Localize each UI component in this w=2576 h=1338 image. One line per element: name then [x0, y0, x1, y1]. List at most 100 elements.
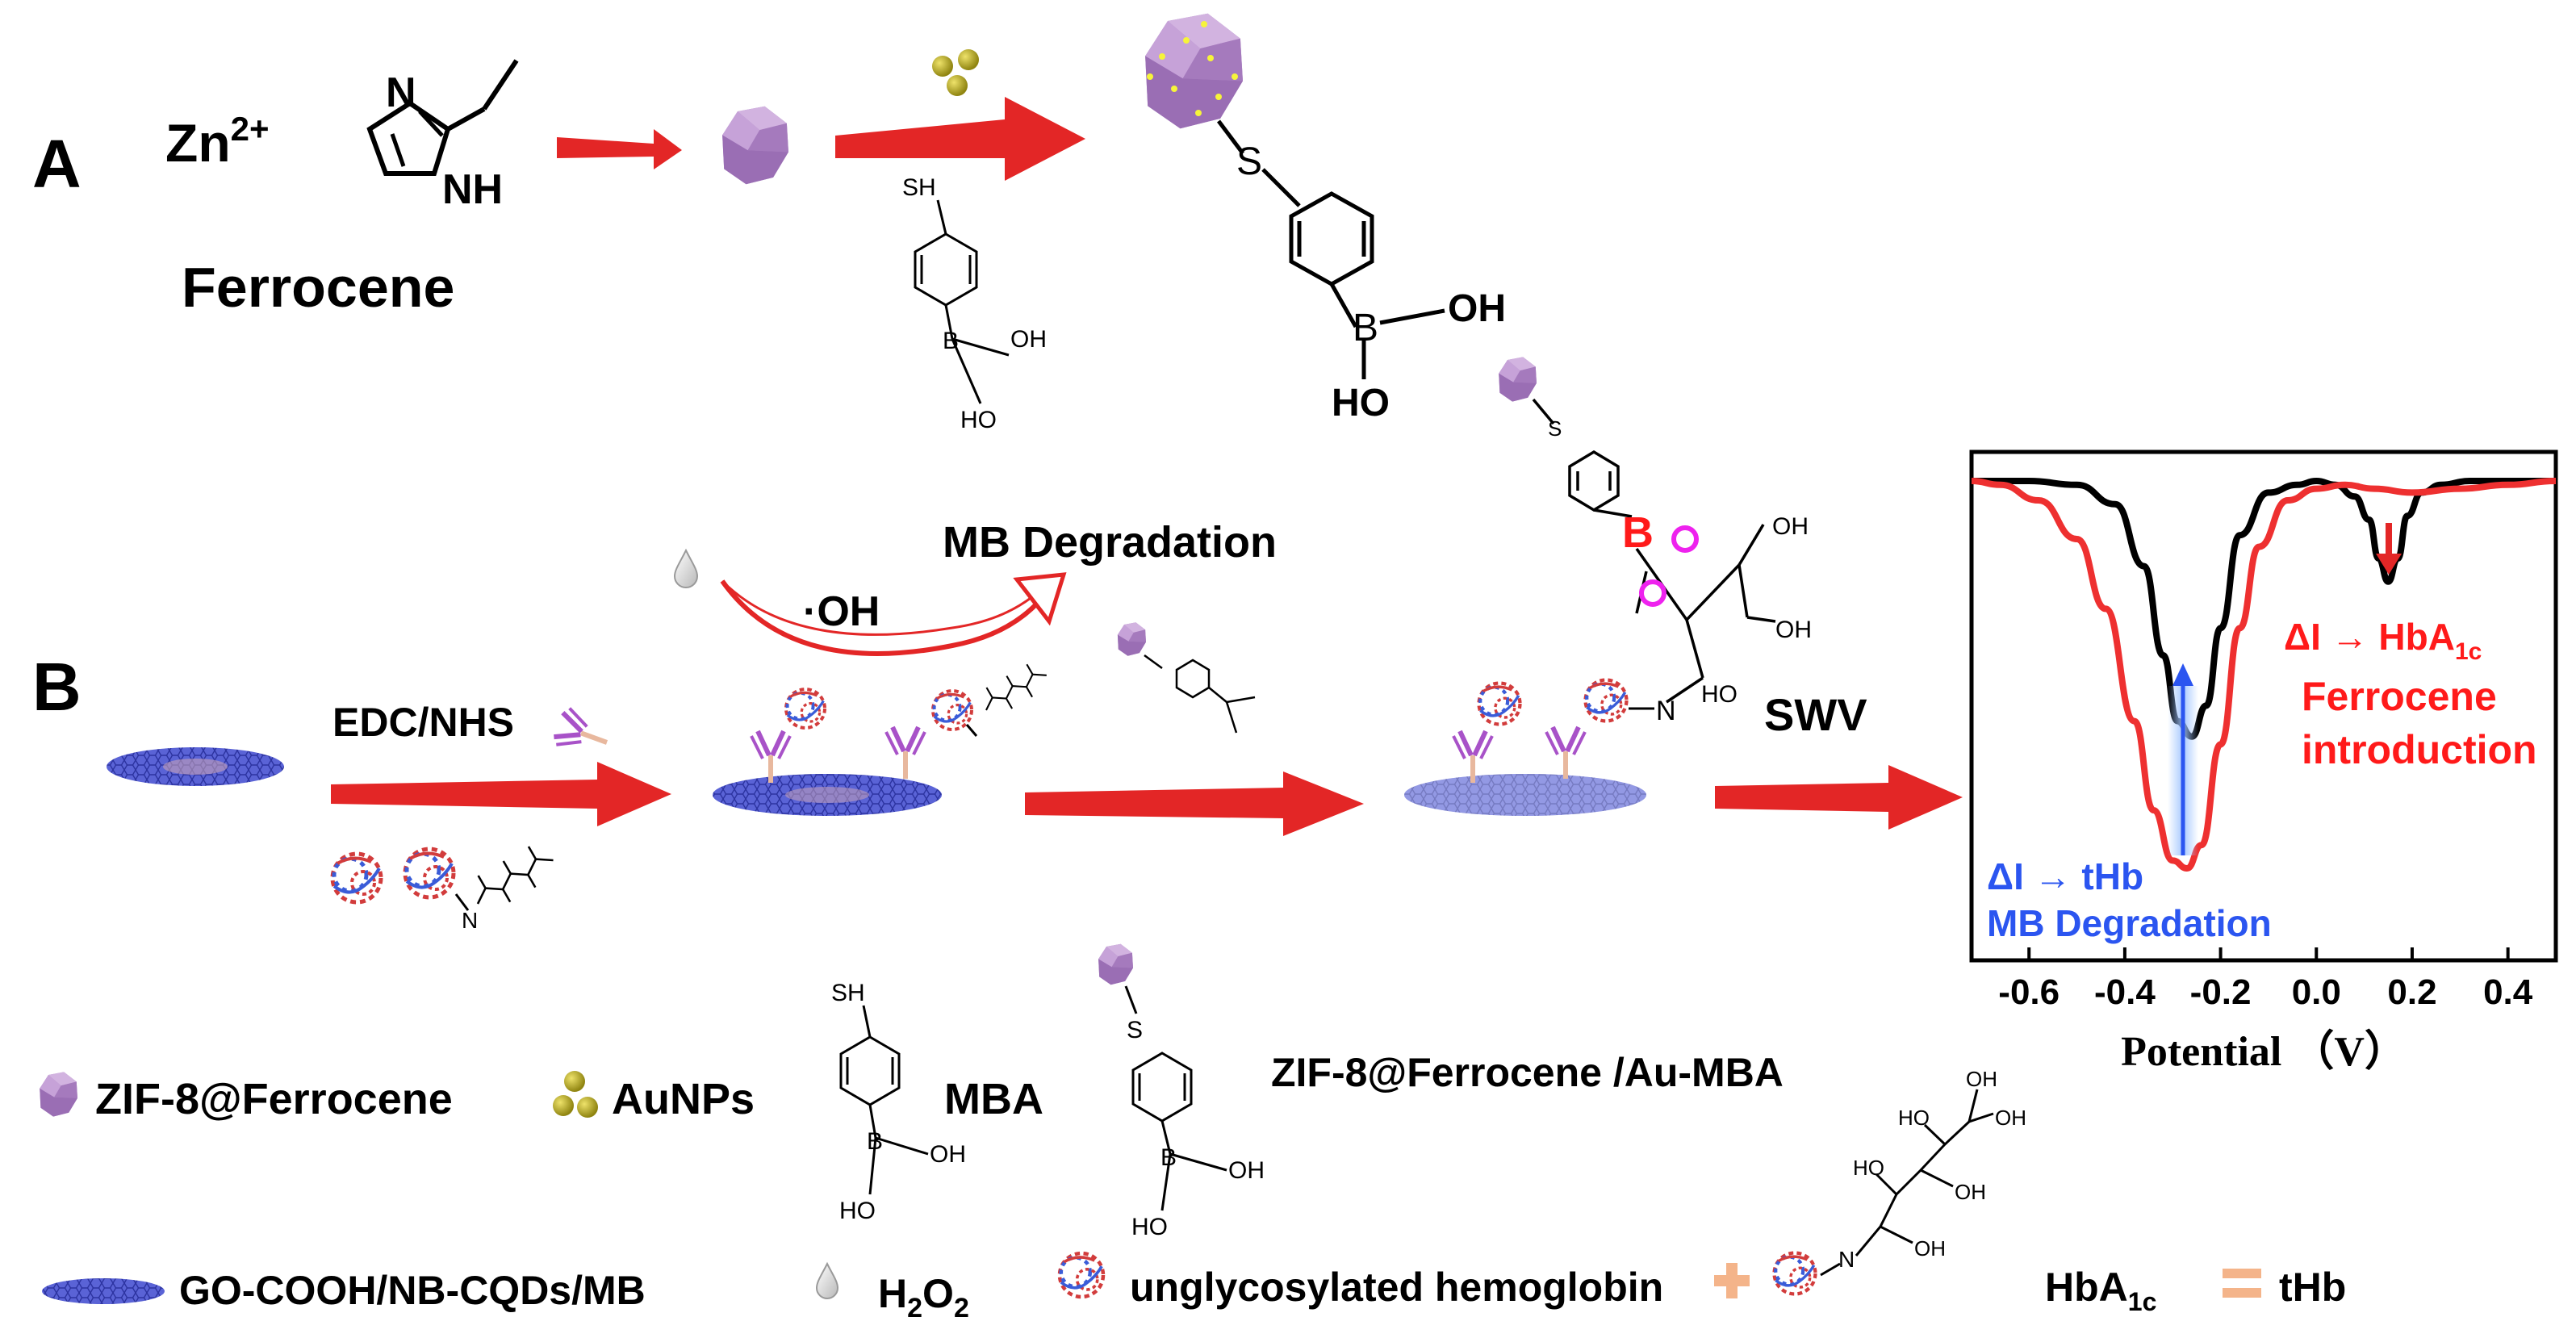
- legend-mba-structure: [839, 1005, 929, 1195]
- x-tick-label-3: -0.2: [2190, 972, 2252, 1012]
- boronate-o-atom-1: [1671, 525, 1699, 553]
- legend-zif8-icon: [40, 1072, 77, 1117]
- boronate-ester-complex: S B OH OH HO: [1499, 357, 1812, 708]
- legend-hba1c-structure: N HO OH HO OH OH OH: [1775, 1067, 2026, 1294]
- hydroxyl-radical-label: ·OH: [803, 588, 880, 635]
- legend-hba1c-oh-2: OH: [1955, 1180, 1986, 1204]
- zif8-au-mba-product: S B OH HO: [1145, 13, 1506, 424]
- zif-mba-reagent-b: [1117, 622, 1256, 734]
- legend-protein-icon: [1060, 1253, 1103, 1297]
- legend-mba: MBA: [944, 1075, 1043, 1123]
- electrode-step3: N: [1404, 680, 1676, 816]
- mba-ho-atom: HO: [960, 407, 997, 433]
- mb-peak-arrow: [2168, 663, 2198, 855]
- electrode-n-atom: N: [1656, 696, 1676, 726]
- legend-equals-icon: [2223, 1269, 2261, 1298]
- boronate-s-atom: S: [1548, 416, 1562, 441]
- panel-b: B EDC/NHS N ·OH MB Degradation: [32, 357, 1963, 933]
- legend-zif-ho-atom: HO: [1131, 1214, 1168, 1240]
- protein-conjugate-reagent: N: [332, 838, 562, 933]
- legend-mba-b-atom: B: [867, 1128, 883, 1155]
- x-tick-label-1: -0.6: [1998, 972, 2060, 1012]
- mba-sh-atom: SH: [902, 174, 936, 201]
- legend-unglycosylated-hemoglobin: unglycosylated hemoglobin: [1130, 1265, 1663, 1310]
- legend-hba1c-oh-3: OH: [1966, 1067, 1997, 1091]
- mba-oh-atom: OH: [1010, 326, 1047, 353]
- antibody-reagent: [552, 707, 614, 761]
- h2o2-drop: [673, 548, 699, 588]
- legend-hba1c-ho-2: HO: [1898, 1106, 1930, 1130]
- legend-zif8-ferrocene: ZIF-8@Ferrocene: [95, 1075, 453, 1123]
- panel-b-label: B: [32, 649, 82, 725]
- x-tick-label-5: 0.2: [2387, 972, 2436, 1012]
- swv-curve-1: [1971, 477, 2556, 740]
- legend-go-cooh: GO-COOH/NB-CQDs/MB: [179, 1268, 646, 1313]
- legend: ZIF-8@Ferrocene AuNPs SH B OH HO MBA: [40, 943, 2346, 1323]
- arrow-b3: [1715, 765, 1963, 830]
- legend-hba1c-ho-1: HO: [1853, 1156, 1884, 1180]
- legend-mba-ho-atom: HO: [839, 1198, 876, 1224]
- product-ho-atom: HO: [1332, 382, 1390, 424]
- boronate-ho-atom: HO: [1701, 681, 1738, 708]
- gold-nanoparticles-reagent: [932, 49, 979, 96]
- arrow-b2: [1025, 771, 1364, 836]
- legend-aunps-icon: [553, 1071, 598, 1118]
- x-axis-label: Potential （V）: [2121, 1028, 2407, 1075]
- arrow-a2: [835, 97, 1085, 181]
- x-tick-label-6: 0.4: [2483, 972, 2533, 1012]
- panel-a: A Zn2+ N NH Ferrocene: [32, 13, 1506, 433]
- imidazole-nh-atom: NH: [442, 166, 503, 213]
- ferrocene-peak-arrow: [2376, 523, 2402, 575]
- zinc-ion-label: Zn2+: [165, 110, 270, 173]
- product-b-atom: B: [1353, 307, 1378, 349]
- panel-a-label: A: [32, 126, 82, 202]
- zif8-crystal-product: [722, 106, 788, 185]
- electrode-step2: [713, 657, 1054, 816]
- swv-curve-2: [1971, 478, 2557, 872]
- oh-radical-arrow: [720, 572, 1067, 656]
- delta-i-hba1c-label: ΔI → HbA1c: [2284, 616, 2482, 665]
- boronate-b-atom: B: [1622, 508, 1654, 557]
- legend-mba-oh-atom: OH: [930, 1141, 966, 1168]
- legend-zif-oh-atom: OH: [1228, 1157, 1265, 1184]
- reagent-n-atom: N: [462, 908, 478, 933]
- legend-hba1c-oh-1: OH: [1914, 1236, 1946, 1261]
- legend-zif-s-atom: S: [1127, 1017, 1143, 1043]
- imidazole-n-atom: N: [386, 69, 416, 116]
- arrow-b1: [331, 762, 671, 826]
- mba-molecule-reagent: [914, 199, 1010, 404]
- legend-h2o2: H2O2: [878, 1271, 969, 1323]
- legend-h2o2-drop: [815, 1261, 839, 1299]
- legend-plus-icon: [1714, 1263, 1750, 1298]
- mb-degradation-chart-label: MB Degradation: [1987, 902, 2272, 944]
- product-s-atom: S: [1236, 140, 1262, 183]
- delta-i-thb-label: ΔI → tHb: [1987, 855, 2143, 897]
- ferrocene-introduction-line1: Ferrocene: [2302, 674, 2497, 719]
- legend-mba-sh-atom: SH: [831, 980, 865, 1006]
- methylimidazole-structure: [366, 59, 519, 176]
- boronate-oh-atom-2: OH: [1775, 617, 1812, 643]
- legend-go-icon: [42, 1278, 165, 1304]
- ferrocene-label: Ferrocene: [182, 256, 454, 319]
- mb-degradation-label: MB Degradation: [943, 518, 1277, 567]
- boronate-oh-atom-1: OH: [1772, 513, 1809, 540]
- legend-hba1c: HbA1c: [2045, 1265, 2156, 1316]
- legend-zif8-ferrocene-au-mba: ZIF-8@Ferrocene /Au-MBA: [1271, 1050, 1784, 1095]
- x-tick-label-2: -0.4: [2094, 972, 2156, 1012]
- chart-series-layer: [1971, 477, 2557, 872]
- product-oh-atom: OH: [1448, 287, 1506, 330]
- mba-b-atom: B: [943, 328, 959, 354]
- legend-zif-b-atom: B: [1160, 1144, 1177, 1171]
- legend-hba1c-oh-4: OH: [1995, 1106, 2026, 1130]
- legend-aunps: AuNPs: [612, 1075, 755, 1123]
- arrow-a1: [557, 129, 682, 169]
- legend-thb: tHb: [2279, 1265, 2346, 1310]
- legend-zif-mba-structure: S B OH HO: [1098, 943, 1265, 1240]
- ferrocene-introduction-line2: introduction: [2302, 727, 2537, 772]
- edc-nhs-label: EDC/NHS: [332, 700, 514, 745]
- go-substrate-start: [107, 747, 284, 786]
